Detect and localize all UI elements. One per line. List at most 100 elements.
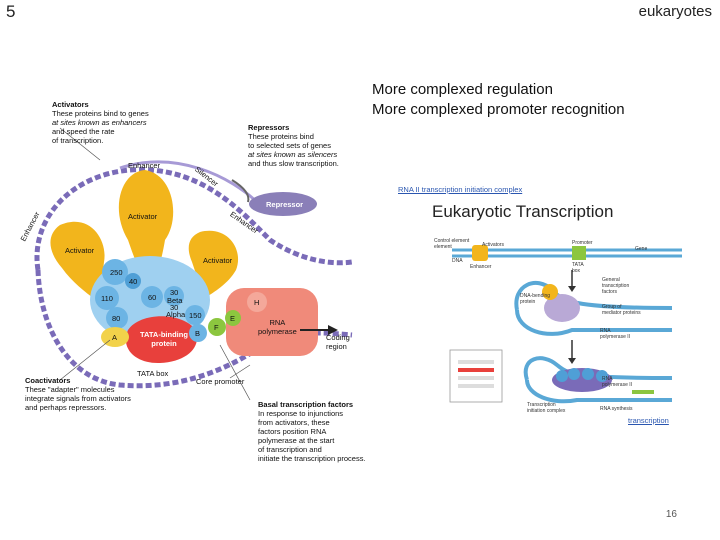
mini-control-element-2: element: [434, 244, 452, 250]
mini-group-mediator: Group of mediator proteins: [602, 304, 641, 316]
basal-text-5: of transcription and: [258, 445, 322, 454]
dna-strand: [34, 167, 353, 271]
basal-text-2: from activators, these: [258, 418, 330, 427]
label-b: B: [195, 329, 201, 338]
tata-binding-protein-shape: [125, 316, 197, 364]
label-activator-2: Activator: [65, 246, 95, 255]
mini-enhancer: Enhancer: [470, 264, 492, 270]
coding-region-arrowhead: [328, 325, 338, 335]
basal-text-6: initiate the transcription process.: [258, 454, 366, 463]
activators-caption: Activators These proteins bind to genes …: [52, 100, 149, 145]
label-rna-polymerase: RNA polymerase: [258, 318, 297, 336]
basal-text-1: In response to injunctions: [258, 409, 344, 418]
repressors-caption: Repressors These proteins bind to select…: [248, 123, 339, 168]
mini-control-element-1: Control element: [434, 238, 470, 244]
transcription-link[interactable]: transcription: [628, 416, 669, 425]
repressors-text-4: and thus slow transcription.: [248, 159, 339, 168]
slide-topic: eukaryotes: [638, 3, 712, 20]
label-h: H: [254, 298, 260, 307]
mini-promoter: Promoter: [572, 240, 593, 246]
transcription-diagram-graphic: [34, 127, 353, 401]
mini-dna-bending-1: DNA-bending: [520, 293, 551, 299]
mini-rna-pol-ii-a-2: polymerase II: [600, 334, 631, 340]
eukaryotic-transcription-graphic: [449, 245, 682, 404]
label-rna-polymerase-line-1: RNA: [269, 318, 286, 327]
right-panel-title: Eukaryotic Transcription: [432, 202, 614, 221]
headline-line-2: More complexed promoter recognition: [372, 101, 625, 118]
label-110: 110: [101, 294, 113, 303]
page-number: 16: [665, 509, 677, 520]
mini-dna: DNA: [452, 258, 463, 264]
headline-line-1: More complexed regulation: [372, 81, 553, 98]
mini-activators: Activators: [482, 242, 504, 248]
mini-dna-bending: DNA-bending protein: [520, 293, 550, 305]
label-coding-region: Coding region: [326, 333, 350, 351]
mini-gene: Gene: [635, 246, 648, 252]
headline: More complexed regulation More complexed…: [372, 80, 625, 120]
mini-tata-box: TATA box: [572, 262, 584, 274]
mini-group-mediator-2: mediator proteins: [602, 310, 641, 316]
mini-transcription-complex-2: initiation complex: [527, 408, 566, 414]
label-250: 250: [110, 268, 123, 277]
factor-250: [102, 259, 128, 285]
repressors-text-2: to selected sets of genes: [248, 141, 331, 150]
factor-60: [141, 286, 163, 308]
activator-shape-1: [118, 170, 174, 285]
coactivators-text-1: These "adapter" molecules: [25, 385, 115, 394]
basal-caption: Basal transcription factors In response …: [258, 400, 366, 463]
label-alpha: Alpha: [166, 310, 186, 319]
rna-ii-initiation-complex-link[interactable]: RNA II transcription initiation complex: [398, 185, 523, 194]
label-30a: 30: [170, 288, 179, 297]
transcription-diagram: Activators These proteins bind to genes …: [0, 0, 370, 470]
label-30b: 30: [170, 303, 179, 312]
mini-tata-1: TATA: [572, 262, 584, 268]
basal-text-4: polymerase at the start: [258, 436, 335, 445]
factor-30-beta: [164, 286, 184, 306]
mini-rna-pol-ii-a-1: RNA: [600, 328, 611, 334]
factor-150: [185, 305, 205, 325]
label-e: E: [230, 314, 236, 323]
mini-rna-pol-ii-b-2: polymerase II: [602, 382, 633, 388]
activators-text-4: of transcription.: [52, 136, 104, 145]
mini-group-mediator-1: Group of: [602, 304, 622, 310]
mini-rna-pol-ii-b-1: RNA: [602, 376, 613, 382]
right-panel: RNA II transcription initiation complex …: [392, 180, 692, 440]
label-activator-1: Activator: [128, 212, 158, 221]
label-tata-box: TATA box: [137, 369, 169, 378]
label-tbp-line-1: TATA-binding: [140, 330, 188, 339]
mini-tata-2: box: [572, 268, 581, 274]
mini-rna-synthesis: RNA synthesis: [600, 406, 633, 412]
repressor-arrow: [231, 179, 250, 203]
label-beta: Beta: [167, 296, 183, 305]
label-core-promoter: Core promoter: [196, 377, 245, 386]
repressors-text-3: at sites known as silencers: [248, 150, 338, 159]
coactivators-text-3: and perhaps repressors.: [25, 403, 107, 412]
label-tbp-line-2: protein: [151, 339, 177, 348]
mini-rna-pol-ii-b: RNA polymerase II: [602, 376, 632, 388]
label-coding-region-line-2: region: [326, 342, 347, 351]
coactivators-title: Coactivators: [25, 376, 71, 385]
label-tbp: TATA-binding protein: [140, 330, 188, 348]
label-f: F: [214, 323, 219, 332]
repressors-text-1: These proteins bind: [248, 132, 314, 141]
factor-h: [247, 292, 267, 312]
label-150: 150: [189, 311, 202, 320]
dna-strand-lower: [35, 269, 353, 389]
repressors-title: Repressors: [248, 123, 290, 132]
mini-transcription-complex: Transcription initiation complex: [527, 402, 565, 414]
factor-e: [225, 310, 241, 326]
factor-f: [208, 318, 226, 336]
label-rna-polymerase-line-2: polymerase: [258, 327, 297, 336]
mini-general-tf: General transcription factors: [602, 277, 629, 295]
mini-rna-pol-ii-a: RNA polymerase II: [600, 328, 630, 340]
activators-text-1: These proteins bind to genes: [52, 109, 149, 118]
mini-general-tf-1: General: [602, 277, 620, 283]
mini-general-tf-3: factors: [602, 289, 618, 295]
coactivators-text-2: integrate signals from activators: [25, 394, 131, 403]
coactivators-caption: Coactivators These "adapter" molecules i…: [25, 376, 131, 412]
activators-text-3: and speed the rate: [52, 127, 115, 136]
label-coding-region-line-1: Coding: [326, 333, 350, 342]
label-60: 60: [148, 293, 157, 302]
factor-40: [125, 273, 141, 289]
label-repressor: Repressor: [266, 200, 304, 209]
